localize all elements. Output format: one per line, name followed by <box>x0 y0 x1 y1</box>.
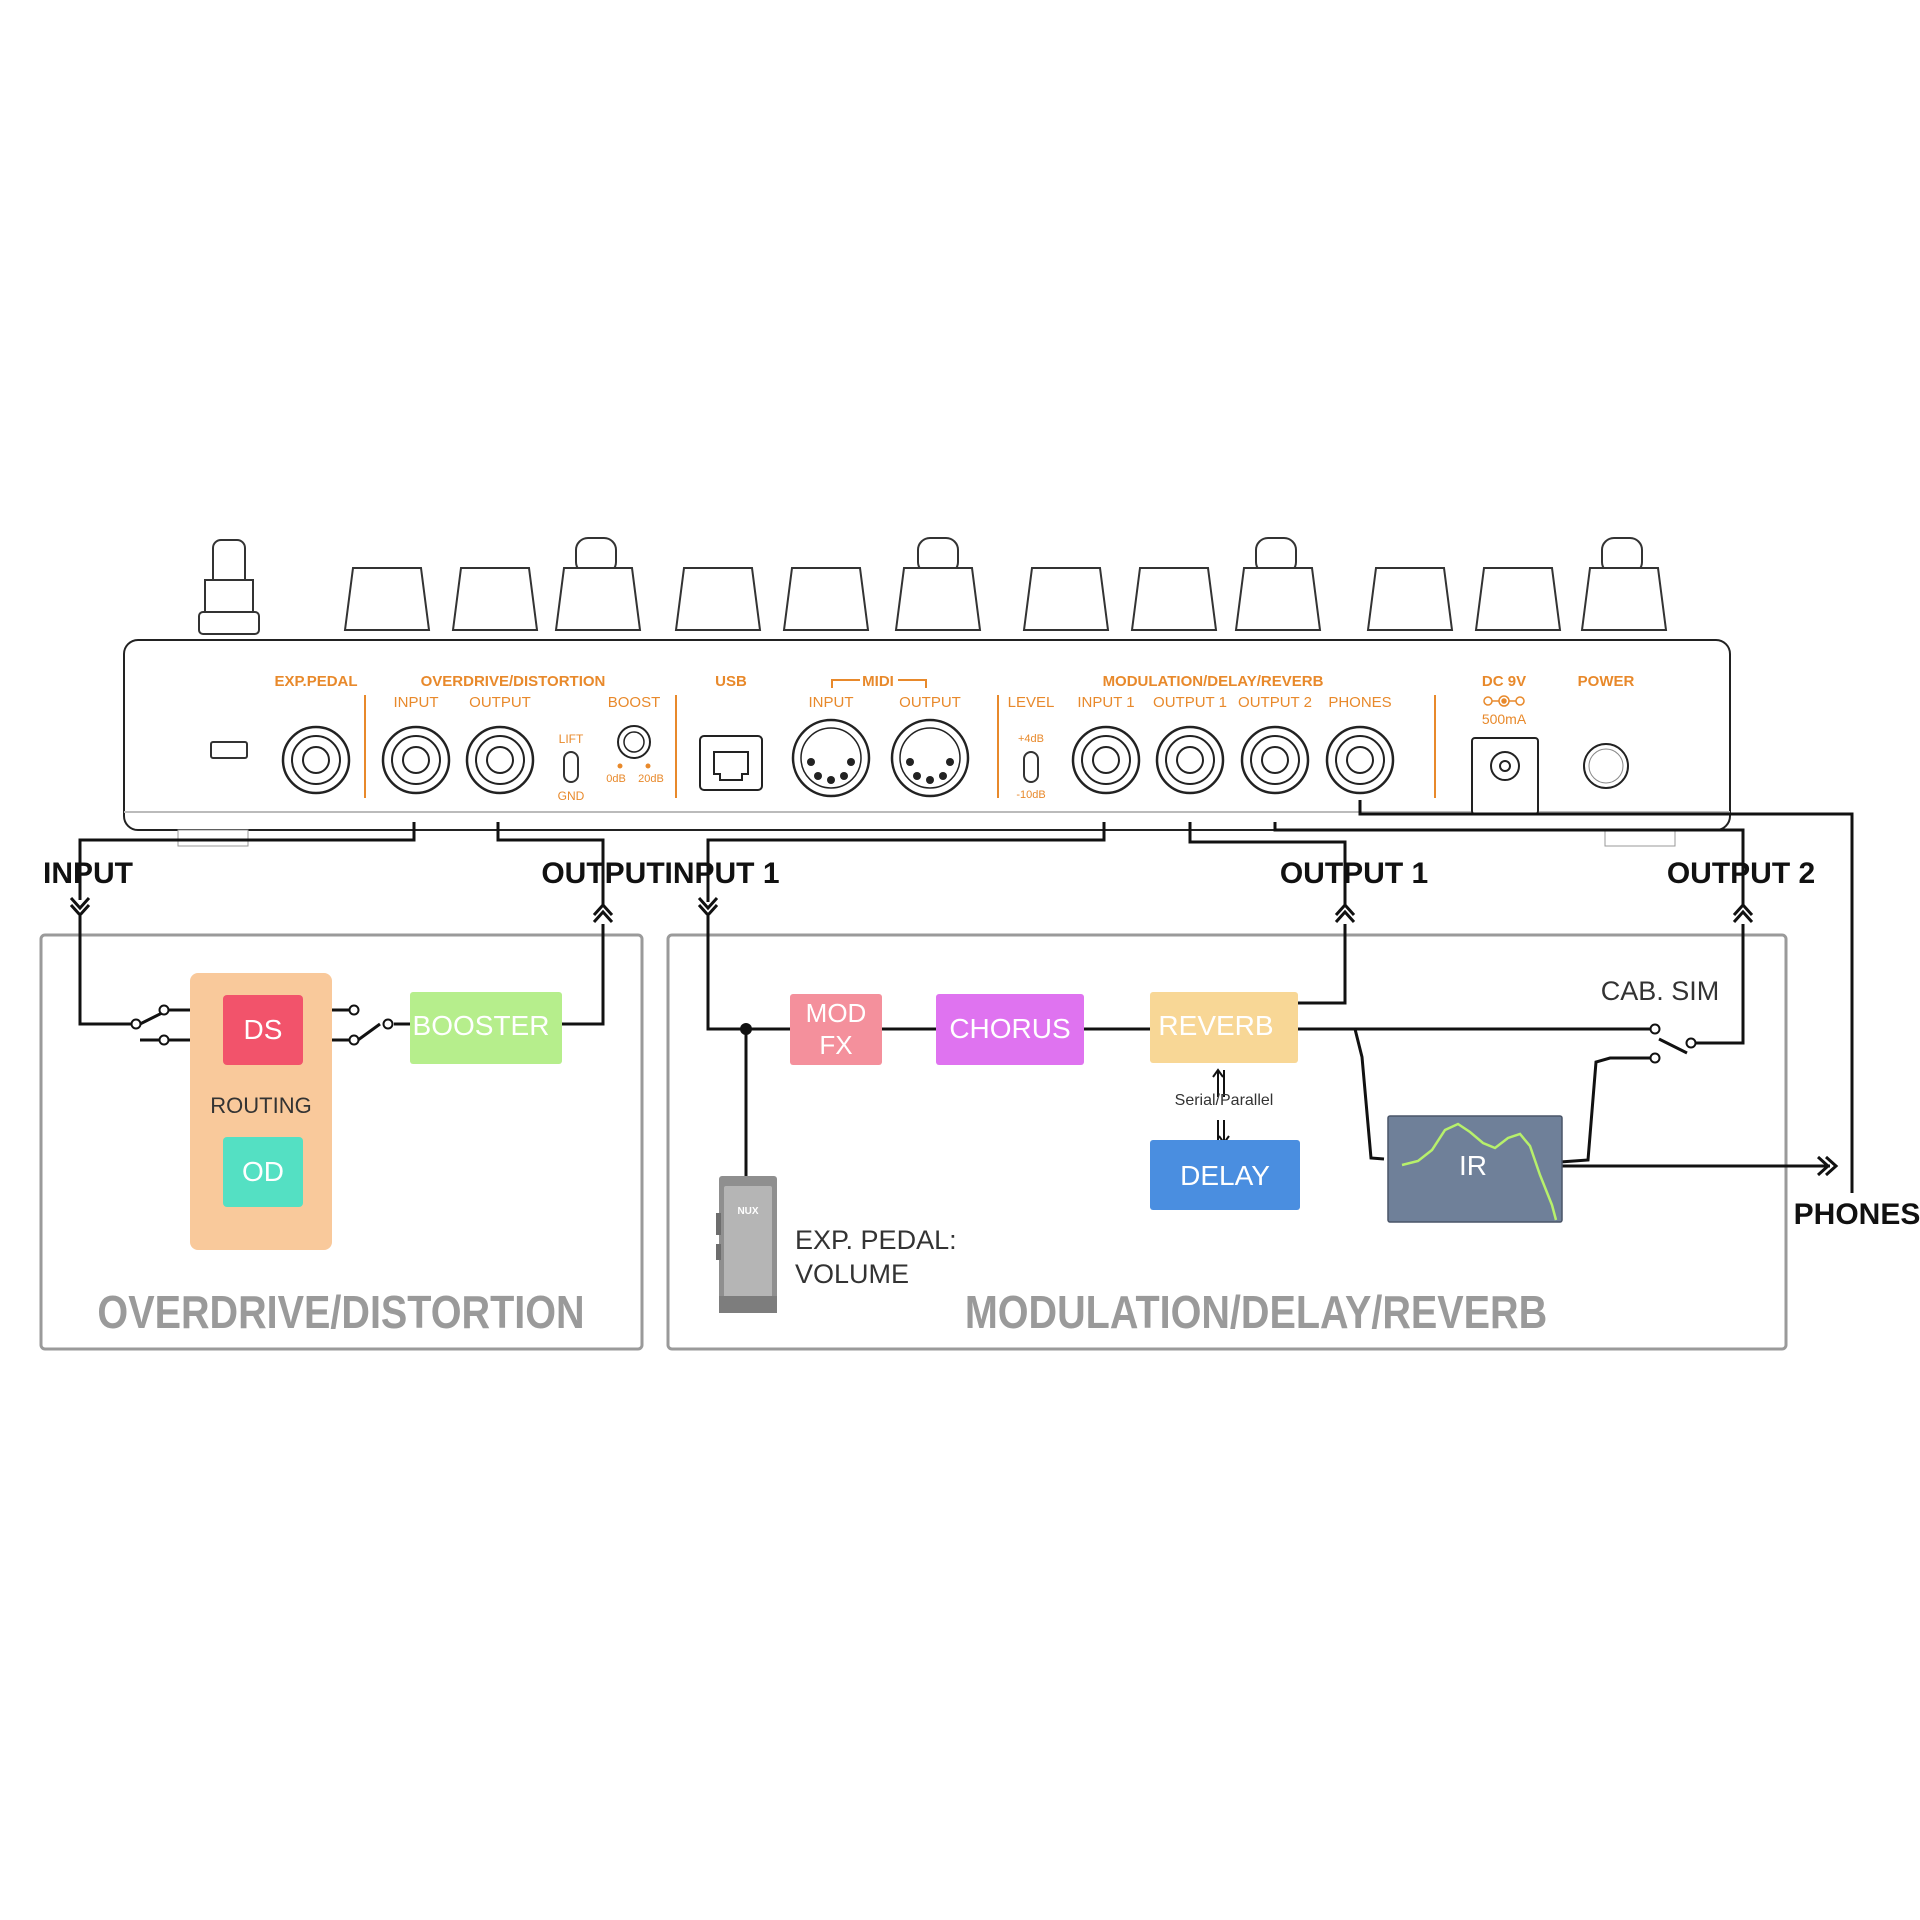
delay-label: DELAY <box>1180 1160 1270 1191</box>
mod-fx-block[interactable] <box>790 994 882 1065</box>
input1-label: INPUT 1 <box>664 857 779 890</box>
power-button[interactable] <box>1583 743 1629 789</box>
boost-20db-label: 20dB <box>638 773 664 785</box>
exp-logo: NUX <box>737 1206 758 1217</box>
midi-output-port[interactable] <box>890 718 970 798</box>
od-input-jack[interactable] <box>381 725 451 795</box>
dc-polarity-icon <box>1483 695 1525 707</box>
od-section: DS ROUTING OD BOOSTER OVERDRIVE/DISTORTI… <box>39 916 644 1351</box>
midi-output-label: OUTPUT <box>899 694 961 711</box>
exp-pedal-label-line2: VOLUME <box>795 1259 909 1289</box>
input-chevron-icon <box>69 896 91 918</box>
mdr-section-frame <box>666 933 1788 1351</box>
boost-label: BOOST <box>608 694 661 711</box>
mdr-panel-label: MODULATION/DELAY/REVERB <box>1103 673 1324 690</box>
phones-arrow-icon <box>1816 1155 1839 1177</box>
mdr-output1-jack[interactable] <box>1155 725 1225 795</box>
dc-label: DC 9V <box>1482 673 1526 690</box>
ir-curve-icon <box>1401 1122 1558 1221</box>
od-wires <box>78 916 605 1042</box>
exp-slot <box>210 741 248 759</box>
mdr-input1-label: INPUT 1 <box>1077 694 1134 711</box>
serial-parallel-label: Serial/Parallel <box>1175 1092 1274 1109</box>
reverb-label: REVERB <box>1158 1010 1273 1041</box>
midi-label: MIDI <box>862 673 894 690</box>
od-ds-panel-label: OVERDRIVE/DISTORTION <box>421 673 606 690</box>
ds-block[interactable] <box>223 995 303 1065</box>
level-minus-label: -10dB <box>1016 789 1045 801</box>
mdr-section: Serial/Parallel MOD FX CHORUS REVERB DEL… <box>666 916 1839 1351</box>
phones-label: PHONES <box>1794 1198 1920 1231</box>
lift-label: LIFT <box>559 732 584 746</box>
mdr-output1-label: OUTPUT 1 <box>1153 694 1227 711</box>
output1-label: OUTPUT 1 <box>1280 857 1428 890</box>
ir-label: IR <box>1459 1150 1487 1181</box>
od-section-frame <box>39 933 644 1351</box>
mod-fx-label-line1: MOD <box>806 998 867 1028</box>
midi-input-port[interactable] <box>791 718 871 798</box>
output-label: OUTPUT <box>541 857 664 890</box>
dc-current-label: 500mA <box>1482 711 1527 727</box>
output2-label: OUTPUT 2 <box>1667 857 1815 890</box>
phones-jack[interactable] <box>1325 725 1395 795</box>
chorus-block[interactable] <box>936 994 1084 1065</box>
usb-label: USB <box>715 673 747 690</box>
ground-lift-switch[interactable] <box>563 751 579 783</box>
delay-block[interactable] <box>1150 1140 1300 1210</box>
phones-panel-label: PHONES <box>1328 694 1391 711</box>
exp-pedal-jack[interactable] <box>281 725 351 795</box>
ir-block[interactable] <box>1387 1115 1563 1223</box>
usb-port[interactable] <box>699 735 763 791</box>
booster-block-label: BOOSTER <box>413 1010 550 1041</box>
ds-block-label: DS <box>244 1014 283 1045</box>
panel-wires <box>78 800 1854 1193</box>
serial-parallel-arrows-icon <box>1212 1068 1230 1145</box>
level-label: LEVEL <box>1008 694 1055 711</box>
mod-fx-label-line2: FX <box>819 1030 852 1060</box>
mdr-wires <box>706 916 1830 1176</box>
boost-knob[interactable] <box>617 725 651 769</box>
level-plus-label: +4dB <box>1018 733 1044 745</box>
od-section-title: OVERDRIVE/DISTORTION <box>97 1287 584 1338</box>
chorus-label: CHORUS <box>949 1013 1070 1044</box>
exp-pedal-label: EXP.PEDAL <box>274 673 357 690</box>
od-output-label: OUTPUT <box>469 694 531 711</box>
input1-chevron-icon <box>697 896 719 918</box>
od-block-label: OD <box>242 1156 284 1187</box>
output1-chevron-icon <box>1334 902 1356 924</box>
expression-pedal[interactable]: NUX <box>716 1176 777 1313</box>
exp-pedal-label-line1: EXP. PEDAL: <box>795 1225 957 1255</box>
reverb-block[interactable] <box>1150 992 1298 1063</box>
mdr-section-title: MODULATION/DELAY/REVERB <box>965 1287 1547 1338</box>
level-switch[interactable] <box>1023 751 1039 783</box>
booster-block[interactable] <box>410 992 562 1064</box>
od-input-label: INPUT <box>394 694 439 711</box>
jacks <box>281 725 1395 795</box>
top-knobs <box>198 537 1668 635</box>
mdr-output2-jack[interactable] <box>1240 725 1310 795</box>
output2-chevron-icon <box>1732 902 1754 924</box>
device-rear-panel: EXP.PEDAL OVERDRIVE/DISTORTION INPUT OUT… <box>123 537 1731 847</box>
mdr-input1-jack[interactable] <box>1071 725 1141 795</box>
midi-input-label: INPUT <box>809 694 854 711</box>
input-label: INPUT <box>43 857 133 890</box>
routing-label: ROUTING <box>210 1093 311 1118</box>
cab-sim-label: CAB. SIM <box>1601 976 1720 1006</box>
gnd-label: GND <box>558 789 585 803</box>
power-label: POWER <box>1578 673 1635 690</box>
mdr-output2-label: OUTPUT 2 <box>1238 694 1312 711</box>
boost-0db-label: 0dB <box>606 773 626 785</box>
dc-jack[interactable] <box>1471 737 1539 815</box>
output-chevron-icon <box>592 902 614 924</box>
od-output-jack[interactable] <box>465 725 535 795</box>
od-block[interactable] <box>223 1137 303 1207</box>
